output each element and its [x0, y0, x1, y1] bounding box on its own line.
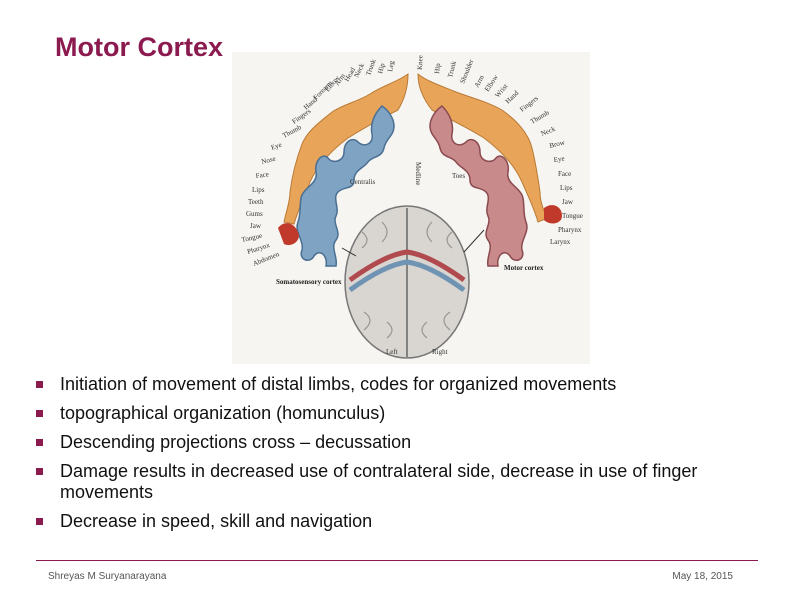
motor-label: Eye [553, 155, 565, 164]
sensory-label: Lips [252, 186, 265, 194]
motor-tongue-accent [544, 205, 562, 224]
motor-arrow [463, 229, 485, 253]
bullet-item: Damage results in decreased use of contr… [36, 461, 756, 503]
square-bullet-icon [36, 468, 43, 475]
centralis-label: Centralis [350, 178, 376, 186]
square-bullet-icon [36, 518, 43, 525]
sensory-label: Eye [270, 141, 283, 152]
bullet-text: topographical organization (homunculus) [60, 403, 386, 423]
sensory-label: Nose [261, 155, 277, 166]
sensory-label: Gums [246, 210, 263, 218]
brain-sensory-band [348, 259, 466, 293]
right-label: Right [432, 348, 448, 356]
motor-label-group: Knee Hip Trunk Shoulder Arm Elbow Wrist … [416, 55, 583, 246]
motor-label: Larynx [550, 238, 571, 246]
motor-label: Jaw [562, 198, 574, 206]
sensory-label: Hip [376, 62, 387, 75]
slide-title: Motor Cortex [55, 32, 223, 62]
motor-label: Pharynx [558, 226, 582, 234]
sensory-label: Teeth [248, 198, 264, 206]
sensory-arrow [341, 247, 357, 257]
homunculus-illustration: Leg Hip Trunk Neck Head Arm Elbow Forear… [232, 52, 590, 364]
square-bullet-icon [36, 381, 43, 388]
medline-label: Medline [414, 162, 422, 185]
motor-label: Face [558, 170, 571, 178]
square-bullet-icon [36, 439, 43, 446]
motor-label: Hip [433, 62, 442, 74]
footer-author: Shreyas M Suryanarayana [48, 571, 167, 582]
sensory-label: Leg [386, 60, 396, 73]
bullet-text: Decrease in speed, skill and navigation [60, 511, 373, 531]
footer-date: May 18, 2015 [672, 571, 733, 582]
bullet-list: Initiation of movement of distal limbs, … [36, 374, 756, 540]
bullet-text: Descending projections cross – decussati… [60, 432, 412, 452]
toes-label: Toes [452, 172, 465, 180]
brain-gyri [361, 221, 453, 339]
bullet-item: Decrease in speed, skill and navigation [36, 511, 756, 532]
footer-divider [36, 560, 758, 561]
left-label: Left [386, 348, 398, 356]
motor-label: Lips [560, 184, 573, 192]
somatosensory-strip [296, 105, 395, 267]
motor-label: Trunk [446, 60, 458, 79]
homunculus-figure: Leg Hip Trunk Neck Head Arm Elbow Forear… [232, 52, 590, 364]
sensory-label: Face [255, 170, 269, 180]
bullet-item: Descending projections cross – decussati… [36, 432, 756, 453]
square-bullet-icon [36, 410, 43, 417]
motor-label: Brow [549, 138, 567, 150]
bullet-item: Initiation of movement of distal limbs, … [36, 374, 756, 395]
somatosensory-cortex-label: Somatosensory cortex [276, 278, 342, 286]
motor-label: Tongue [562, 212, 583, 220]
bullet-text: Damage results in decreased use of contr… [60, 461, 698, 502]
sensory-tongue-accent [278, 223, 299, 246]
sensory-label: Jaw [250, 222, 262, 230]
motor-homunculus-body [417, 72, 549, 223]
motor-label: Knee [416, 55, 425, 70]
brain-motor-band [348, 249, 466, 283]
motor-cortex-label: Motor cortex [504, 264, 544, 272]
motor-strip [429, 105, 528, 267]
bullet-item: topographical organization (homunculus) [36, 403, 756, 424]
bullet-text: Initiation of movement of distal limbs, … [60, 374, 617, 394]
